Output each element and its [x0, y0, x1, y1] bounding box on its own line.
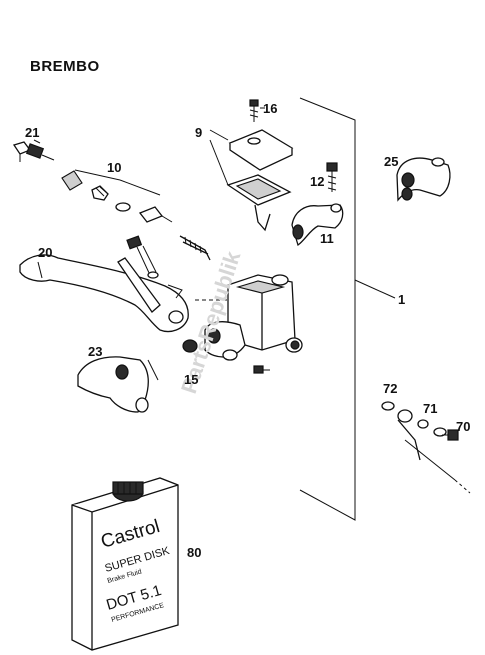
callout-16: 16 — [263, 101, 277, 116]
part-11-clamp-half — [291, 203, 344, 247]
part-10-piston-kit — [61, 169, 211, 261]
callout-15: 15 — [184, 372, 198, 387]
callout-21: 21 — [25, 125, 39, 140]
callout-80: 80 — [187, 545, 201, 560]
callout-20: 20 — [38, 245, 52, 260]
part-70-banjo-bolt — [442, 429, 459, 441]
part-20-brake-lever — [19, 254, 189, 333]
small-screw — [253, 365, 270, 374]
callout-11: 11 — [320, 231, 334, 246]
callout-10: 10 — [107, 160, 121, 175]
callout-71: 71 — [423, 401, 437, 416]
diagram-title: BREMBO — [30, 58, 100, 75]
part-9-reservoir-cover — [209, 129, 294, 232]
callout-72: 72 — [383, 381, 397, 396]
assembly-bracket-1 — [299, 97, 396, 521]
callout-70: 70 — [456, 419, 470, 434]
callout-1: 1 — [398, 292, 405, 307]
part-72-washer — [381, 401, 395, 411]
part-23-clamp — [77, 356, 159, 413]
part-21-bleeder-screw — [12, 139, 55, 162]
part-71-washer — [417, 419, 447, 437]
lever-pivot-bolt — [126, 235, 159, 279]
callout-23: 23 — [88, 344, 102, 359]
part-80-brake-fluid-bottle — [71, 477, 179, 651]
part-1-master-cylinder — [167, 274, 303, 361]
part-25-clamp — [396, 157, 451, 202]
callout-9: 9 — [195, 125, 202, 140]
part-12-bolt — [326, 162, 338, 192]
callout-12: 12 — [310, 174, 324, 189]
callout-25: 25 — [384, 154, 398, 169]
brake-hose — [397, 409, 471, 494]
part-16-screw — [249, 99, 265, 122]
